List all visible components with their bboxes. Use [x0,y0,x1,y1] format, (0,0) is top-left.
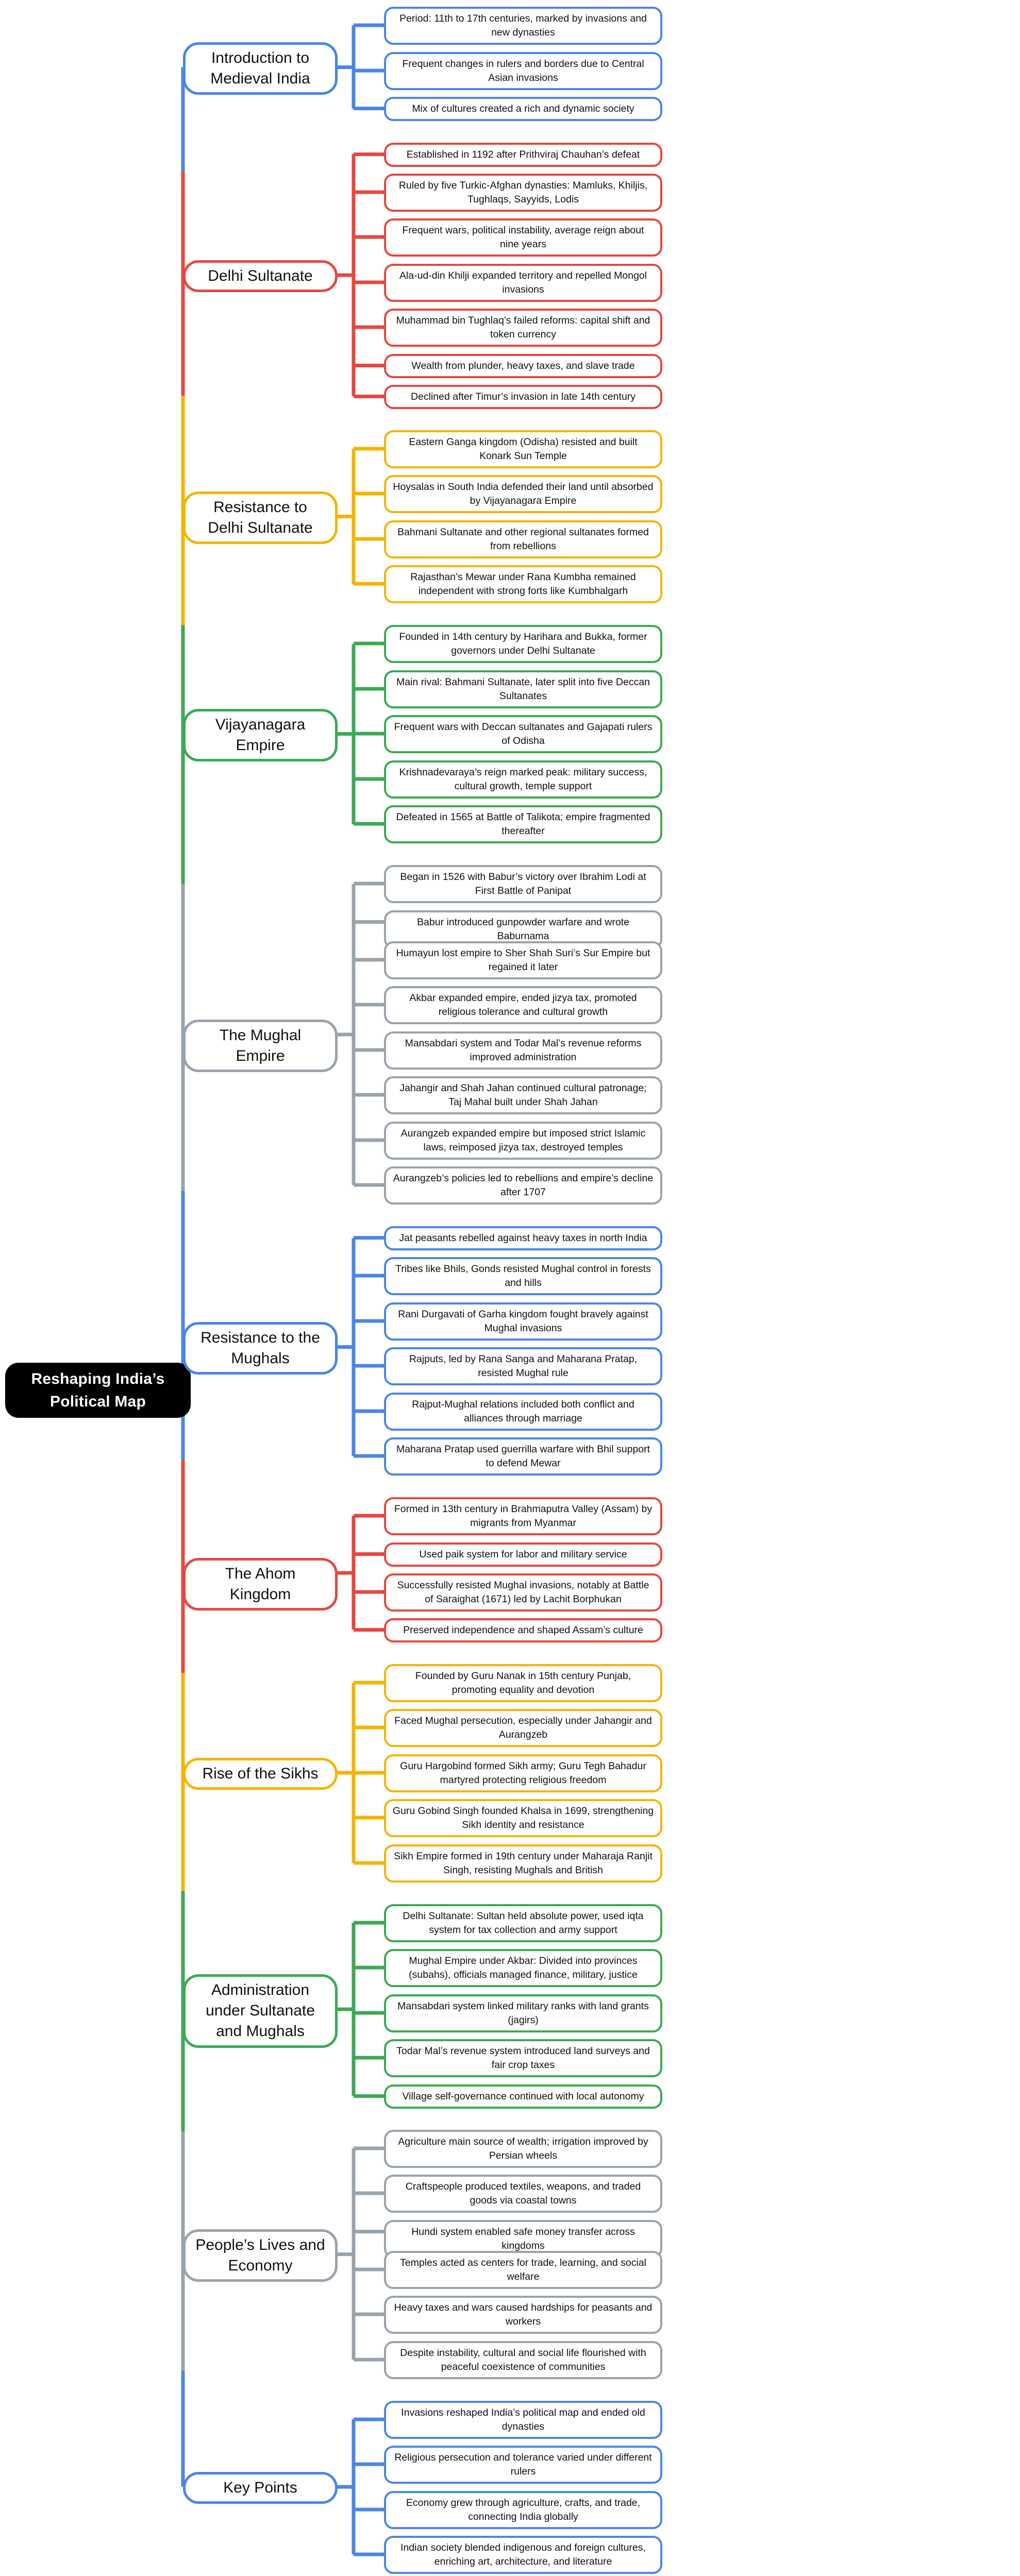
leaf-node-6-0[interactable]: Formed in 13th century in Brahmaputra Va… [384,1497,662,1535]
leaf-node-9-1[interactable]: Craftspeople produced textiles, weapons,… [384,2175,662,2213]
leaf-node-1-3[interactable]: Ala-ud-din Khilji expanded territory and… [384,264,662,302]
leaf-node-4-2[interactable]: Humayun lost empire to Sher Shah Suri’s … [384,941,662,979]
leaf-node-5-1[interactable]: Tribes like Bhils, Gonds resisted Mughal… [384,1257,662,1295]
leaf-node-10-3[interactable]: Indian society blended indigenous and fo… [384,2536,662,2574]
branch-node-5[interactable]: Resistance to the Mughals [183,1322,338,1375]
leaf-node-9-3[interactable]: Temples acted as centers for trade, lear… [384,2251,662,2289]
leaf-node-8-3[interactable]: Todar Mal’s revenue system introduced la… [384,2039,662,2077]
leaf-node-10-0[interactable]: Invasions reshaped India’s political map… [384,2401,662,2439]
leaf-node-2-3[interactable]: Rajasthan’s Mewar under Rana Kumbha rema… [384,565,662,603]
leaf-node-9-4[interactable]: Heavy taxes and wars caused hardships fo… [384,2296,662,2334]
leaf-node-6-2[interactable]: Successfully resisted Mughal invasions, … [384,1573,662,1612]
branch-node-0[interactable]: Introduction to Medieval India [183,42,338,95]
leaf-node-8-2[interactable]: Mansabdari system linked military ranks … [384,1994,662,2032]
leaf-node-6-1[interactable]: Used paik system for labor and military … [384,1543,662,1567]
leaf-node-8-1[interactable]: Mughal Empire under Akbar: Divided into … [384,1949,662,1987]
leaf-node-2-0[interactable]: Eastern Ganga kingdom (Odisha) resisted … [384,430,662,468]
leaf-node-5-5[interactable]: Maharana Pratap used guerrilla warfare w… [384,1437,662,1476]
leaf-node-9-5[interactable]: Despite instability, cultural and social… [384,2341,662,2379]
leaf-node-5-3[interactable]: Rajputs, led by Rana Sanga and Maharana … [384,1347,662,1385]
leaf-node-1-2[interactable]: Frequent wars, political instability, av… [384,218,662,257]
branch-node-1[interactable]: Delhi Sultanate [183,260,338,293]
leaf-node-4-4[interactable]: Mansabdari system and Todar Mal’s revenu… [384,1031,662,1070]
leaf-node-0-2[interactable]: Mix of cultures created a rich and dynam… [384,97,662,121]
leaf-node-5-0[interactable]: Jat peasants rebelled against heavy taxe… [384,1226,662,1250]
leaf-node-3-2[interactable]: Frequent wars with Deccan sultanates and… [384,715,662,753]
leaf-node-3-0[interactable]: Founded in 14th century by Harihara and … [384,625,662,663]
leaf-node-8-4[interactable]: Village self-governance continued with l… [384,2084,662,2109]
root-node[interactable]: Reshaping India’s Political Map [5,1363,191,1418]
leaf-node-7-4[interactable]: Sikh Empire formed in 19th century under… [384,1844,662,1883]
leaf-node-7-1[interactable]: Faced Mughal persecution, especially und… [384,1709,662,1747]
branch-node-3[interactable]: Vijayanagara Empire [183,709,338,762]
leaf-node-5-2[interactable]: Rani Durgavati of Garha kingdom fought b… [384,1302,662,1341]
leaf-node-4-0[interactable]: Began in 1526 with Babur’s victory over … [384,865,662,903]
leaf-node-8-0[interactable]: Delhi Sultanate: Sultan held absolute po… [384,1904,662,1942]
leaf-node-4-7[interactable]: Aurangzeb’s policies led to rebellions a… [384,1166,662,1205]
leaf-node-2-2[interactable]: Bahmani Sultanate and other regional sul… [384,520,662,558]
leaf-node-4-5[interactable]: Jahangir and Shah Jahan continued cultur… [384,1076,662,1114]
leaf-node-3-4[interactable]: Defeated in 1565 at Battle of Talikota; … [384,805,662,843]
branch-node-9[interactable]: People’s Lives and Economy [183,2229,338,2282]
leaf-node-7-0[interactable]: Founded by Guru Nanak in 15th century Pu… [384,1664,662,1702]
leaf-node-1-1[interactable]: Ruled by five Turkic-Afghan dynasties: M… [384,174,662,212]
branch-node-8[interactable]: Administration under Sultanate and Mugha… [183,1974,338,2048]
leaf-node-0-1[interactable]: Frequent changes in rulers and borders d… [384,52,662,90]
leaf-node-3-1[interactable]: Main rival: Bahmani Sultanate, later spl… [384,670,662,708]
leaf-node-2-1[interactable]: Hoysalas in South India defended their l… [384,475,662,513]
branch-node-2[interactable]: Resistance to Delhi Sultanate [183,492,338,545]
branch-node-4[interactable]: The Mughal Empire [183,1020,338,1073]
leaf-node-10-2[interactable]: Economy grew through agriculture, crafts… [384,2491,662,2529]
branch-node-7[interactable]: Rise of the Sikhs [183,1758,338,1790]
leaf-node-1-4[interactable]: Muhammad bin Tughlaq’s failed reforms: c… [384,309,662,347]
leaf-node-1-0[interactable]: Established in 1192 after Prithviraj Cha… [384,143,662,167]
leaf-node-7-3[interactable]: Guru Gobind Singh founded Khalsa in 1699… [384,1799,662,1837]
leaf-node-3-3[interactable]: Krishnadevaraya’s reign marked peak: mil… [384,760,662,799]
leaf-node-1-5[interactable]: Wealth from plunder, heavy taxes, and sl… [384,354,662,378]
leaf-node-5-4[interactable]: Rajput-Mughal relations included both co… [384,1393,662,1431]
branch-node-10[interactable]: Key Points [183,2472,338,2504]
leaf-node-1-6[interactable]: Declined after Timur’s invasion in late … [384,385,662,409]
branch-node-6[interactable]: The Ahom Kingdom [183,1558,338,1611]
leaf-node-4-3[interactable]: Akbar expanded empire, ended jizya tax, … [384,986,662,1024]
leaf-node-4-6[interactable]: Aurangzeb expanded empire but imposed st… [384,1122,662,1160]
leaf-node-9-0[interactable]: Agriculture main source of wealth; irrig… [384,2130,662,2168]
leaf-node-0-0[interactable]: Period: 11th to 17th centuries, marked b… [384,7,662,45]
leaf-node-7-2[interactable]: Guru Hargobind formed Sikh army; Guru Te… [384,1754,662,1792]
leaf-node-6-3[interactable]: Preserved independence and shaped Assam’… [384,1618,662,1642]
leaf-node-10-1[interactable]: Religious persecution and tolerance vari… [384,2446,662,2484]
